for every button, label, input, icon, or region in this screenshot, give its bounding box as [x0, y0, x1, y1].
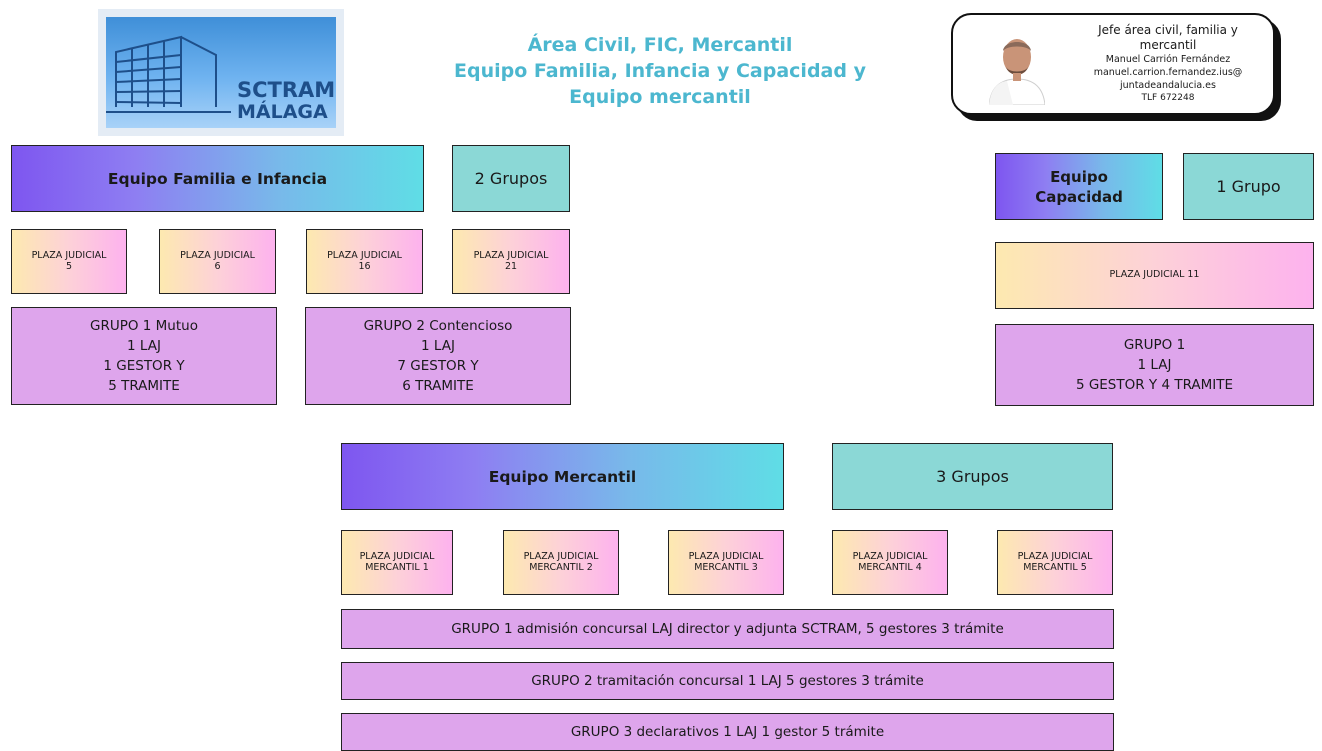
logo-text-1: SCTRAM: [237, 78, 336, 102]
plaza-number: MERCANTIL 4: [858, 561, 922, 573]
person-photo: [989, 27, 1045, 105]
capacidad-team-box: Equipo Capacidad: [995, 153, 1163, 220]
contact-email-2: juntadeandalucia.es: [1120, 80, 1216, 91]
contact-card-inner: Jefe área civil, familia y mercantil Man…: [951, 13, 1275, 115]
contact-role-1: Jefe área civil, familia y: [1098, 23, 1238, 37]
familia-team-label: Equipo Familia e Infancia: [107, 169, 328, 188]
plaza-label: PLAZA JUDICIAL: [31, 249, 107, 261]
mercantil-groups-box: 3 Grupos: [832, 443, 1113, 510]
capacidad-grupo-1: GRUPO 1 1 LAJ 5 GESTOR Y 4 TRAMITE: [995, 324, 1314, 406]
grupo-staff: 5 GESTOR Y 4 TRAMITE: [1075, 377, 1234, 393]
familia-team-box: Equipo Familia e Infancia: [11, 145, 424, 212]
contact-email-1: manuel.carrion.fernandez.ius@: [1093, 67, 1243, 78]
plaza-label: PLAZA JUDICIAL: [523, 550, 599, 562]
plaza-number: 16: [358, 260, 371, 272]
plaza-label: PLAZA JUDICIAL: [327, 249, 402, 261]
capacidad-team-label-1: Equipo: [1050, 167, 1108, 186]
grupo-tramite: 5 TRAMITE: [108, 378, 180, 394]
mercantil-grupo-2: GRUPO 2 tramitación concursal 1 LAJ 5 ge…: [341, 662, 1114, 700]
grupo-label: GRUPO 3 declarativos 1 LAJ 1 gestor 5 tr…: [570, 724, 885, 740]
grupo-name: GRUPO 1: [1123, 337, 1186, 353]
mercantil-groups-label: 3 Grupos: [936, 467, 1009, 486]
grupo-laj: 1 LAJ: [127, 338, 161, 354]
building-icon: [106, 35, 231, 113]
grupo-gestor: 7 GESTOR Y: [397, 358, 479, 374]
grupo-tramite: 6 TRAMITE: [402, 378, 474, 394]
title-line-1: Área Civil, FIC, Mercantil: [527, 34, 793, 56]
capacidad-team-label-2: Capacidad: [1035, 187, 1123, 206]
plaza-number: MERCANTIL 3: [694, 561, 758, 573]
page-title: Área Civil, FIC, Mercantil Equipo Famili…: [380, 32, 940, 110]
contact-name: Manuel Carrión Fernández: [1105, 54, 1231, 65]
grupo-label: GRUPO 1 admisión concursal LAJ director …: [451, 621, 1004, 637]
familia-grupo-1: GRUPO 1 Mutuo 1 LAJ 1 GESTOR Y 5 TRAMITE: [11, 307, 277, 405]
contact-role-2: mercantil: [1139, 38, 1197, 52]
plaza-label: PLAZA JUDICIAL: [180, 249, 255, 261]
plaza-label: PLAZA JUDICIAL: [1017, 550, 1093, 562]
plaza-label: PLAZA JUDICIAL: [688, 550, 764, 562]
mercantil-grupo-1: GRUPO 1 admisión concursal LAJ director …: [341, 609, 1114, 649]
plaza-number: MERCANTIL 2: [529, 561, 593, 573]
grupo-laj: 1 LAJ: [421, 338, 455, 354]
plaza-label: PLAZA JUDICIAL: [473, 249, 549, 261]
sctram-logo: SCTRAM MÁLAGA: [98, 9, 344, 136]
grupo-name: GRUPO 1 Mutuo: [90, 318, 198, 334]
familia-groups-label: 2 Grupos: [474, 169, 548, 188]
mercantil-team-label: Equipo Mercantil: [488, 467, 637, 486]
title-line-3: Equipo mercantil: [569, 86, 751, 108]
grupo-gestor: 1 GESTOR Y: [103, 358, 185, 374]
title-line-2: Equipo Familia, Infancia y Capacidad y: [454, 60, 866, 82]
plaza-number: MERCANTIL 5: [1023, 561, 1087, 573]
contact-phone: TLF 672248: [1141, 93, 1195, 103]
familia-grupo-2: GRUPO 2 Contencioso 1 LAJ 7 GESTOR Y 6 T…: [305, 307, 571, 405]
grupo-label: GRUPO 2 tramitación concursal 1 LAJ 5 ge…: [531, 673, 924, 689]
plaza-label: PLAZA JUDICIAL: [852, 550, 928, 562]
contact-details: Jefe área civil, familia y mercantil Man…: [1063, 23, 1273, 105]
mercantil-team-box: Equipo Mercantil: [341, 443, 784, 510]
plaza-label: PLAZA JUDICIAL 11: [1109, 269, 1200, 281]
plaza-number: 6: [214, 260, 221, 272]
plaza-number: 21: [504, 260, 518, 272]
logo-text-2: MÁLAGA: [237, 101, 328, 123]
mercantil-grupo-3: GRUPO 3 declarativos 1 LAJ 1 gestor 5 tr…: [341, 713, 1114, 751]
plaza-label: PLAZA JUDICIAL: [359, 550, 435, 562]
plaza-number: 5: [65, 260, 73, 272]
capacidad-groups-box: 1 Grupo: [1183, 153, 1314, 220]
capacidad-plaza: PLAZA JUDICIAL 11: [995, 242, 1314, 309]
plaza-number: MERCANTIL 1: [365, 561, 429, 573]
grupo-laj: 1 LAJ: [1137, 357, 1172, 373]
capacidad-groups-label: 1 Grupo: [1216, 177, 1281, 196]
familia-groups-box: 2 Grupos: [452, 145, 570, 212]
grupo-name: GRUPO 2 Contencioso: [363, 318, 513, 334]
